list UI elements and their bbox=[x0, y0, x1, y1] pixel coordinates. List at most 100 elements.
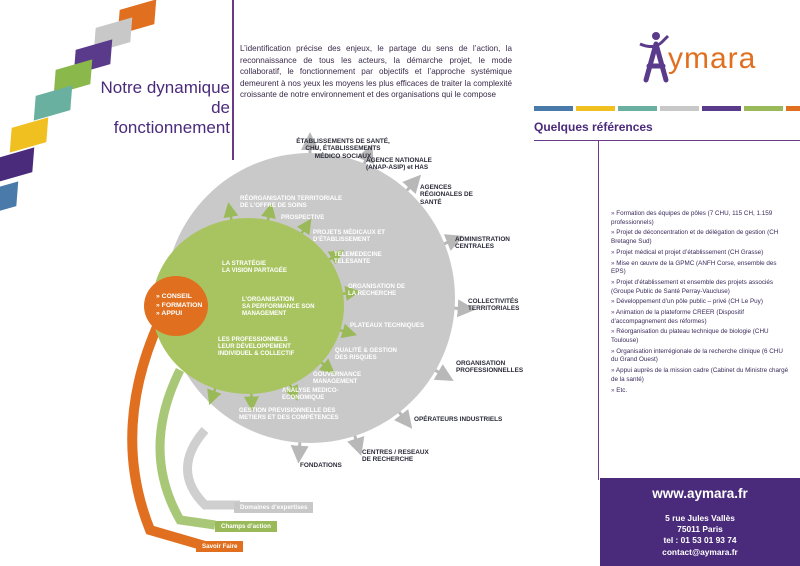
color-block-orange bbox=[786, 106, 800, 111]
partner-ars: AGENCES RÉGIONALES DE SANTÉ bbox=[420, 184, 473, 206]
inner-arrow bbox=[296, 218, 312, 236]
color-bar bbox=[534, 106, 800, 111]
chevron-right-icon: » bbox=[611, 347, 617, 355]
reference-item: » Etc. bbox=[611, 387, 791, 396]
chevron-right-icon: » bbox=[611, 259, 617, 267]
inner-arrow bbox=[207, 386, 222, 406]
field-strategie-main: LA STRATÉGIE bbox=[222, 260, 267, 267]
expertise-gpmc: GESTION PREVISIONNELLE DES METIERS ET DE… bbox=[239, 407, 339, 422]
reference-text: Appui auprès de la mission cadre (Cabine… bbox=[611, 367, 789, 383]
title-line-1: Notre dynamique bbox=[100, 78, 230, 97]
partner-agence-nationale: AGENCE NATIONALE (ANAP-ASIP) et HAS bbox=[366, 157, 432, 172]
website-link[interactable]: www.aymara.fr bbox=[652, 486, 748, 501]
reference-text: Développement d’un pôle public – privé (… bbox=[616, 298, 763, 306]
orange-tail bbox=[127, 317, 207, 551]
legend-champs: Champs d’action bbox=[215, 521, 277, 532]
grey-tail bbox=[183, 427, 240, 510]
expertise-reorganisation: RÉORGANISATION TERRITORIALE DE L’OFFRE D… bbox=[240, 195, 343, 210]
reference-item: » Organisation interrégionale de la rech… bbox=[611, 348, 791, 365]
partner-fondations: FONDATIONS bbox=[300, 462, 342, 469]
orange-skills-labels: » CONSEIL » FORMATION » APPUI bbox=[156, 293, 202, 319]
legend-expertises: Domaines d’expertises bbox=[234, 502, 314, 513]
reference-text: Etc. bbox=[616, 386, 628, 394]
inner-arrow bbox=[261, 202, 276, 223]
chevron-right-icon: » bbox=[611, 298, 617, 306]
chevron-right-icon: » bbox=[611, 309, 616, 317]
reference-text: Animation de la plateforme CREER (Dispos… bbox=[611, 309, 744, 325]
reference-item: » Projet de déconcentration et de déléga… bbox=[611, 229, 791, 246]
chevron-right-icon: » bbox=[611, 210, 617, 217]
green-circle bbox=[152, 218, 344, 394]
page-title: Notre dynamique de fonctionnement bbox=[100, 78, 230, 138]
references-vertical-divider bbox=[598, 140, 599, 480]
title-line-2: de fonctionnement bbox=[113, 98, 230, 137]
chevron-right-icon: » bbox=[611, 248, 617, 256]
partner-centres-recherche: CENTRES / RESEAUX DE RECHERCHE bbox=[362, 449, 429, 464]
reference-text: Mise en œuvre de la GPMC (ANFH Corse, en… bbox=[611, 259, 777, 276]
intro-paragraph: L’identification précise des enjeux, le … bbox=[240, 44, 512, 100]
field-professionnels: LES PROFESSIONNELS LEUR DÉVELOPPEMENT IN… bbox=[218, 336, 314, 358]
references-title: Quelques références bbox=[534, 120, 653, 134]
expertise-telemedecine: TELEMEDECINE TELESANTE bbox=[334, 251, 382, 266]
reference-item: » Développement d’un pôle public – privé… bbox=[611, 298, 791, 307]
legend-savoir-faire: Savoir Faire bbox=[196, 541, 244, 552]
inner-arrow bbox=[327, 250, 345, 265]
reference-text: Organisation interrégionale de la recher… bbox=[611, 347, 783, 364]
logo-text: ymara bbox=[668, 42, 757, 75]
partner-collectivites: COLLECTIVITÉS TERRITORIALES bbox=[468, 298, 520, 313]
skill-conseil: » CONSEIL bbox=[156, 293, 192, 300]
field-professionnels-sub: LEUR DÉVELOPPEMENT INDIVIDUEL & COLLECTI… bbox=[218, 343, 295, 358]
expertise-prospective: PROSPECTIVE bbox=[281, 214, 325, 221]
color-block-blue bbox=[534, 106, 573, 111]
references-list: » Formation des équipes de pôles (7 CHU,… bbox=[611, 210, 791, 397]
address-street: 5 rue Jules Vallès bbox=[665, 513, 735, 523]
color-block-grey bbox=[660, 106, 699, 111]
reference-text: Projet médical et projet d’établissement… bbox=[616, 248, 764, 256]
expertise-recherche: ORGANISATION DE LA RECHERCHE bbox=[348, 283, 406, 298]
chevron-right-icon: » bbox=[611, 367, 616, 375]
color-block-teal bbox=[618, 106, 657, 111]
reference-item: » Réorganisation du plateau technique de… bbox=[611, 328, 791, 345]
references-divider bbox=[534, 140, 800, 141]
chevron-right-icon: » bbox=[611, 278, 617, 286]
chevron-right-icon: » bbox=[611, 328, 617, 336]
expertise-plateaux: PLATEAUX TECHNIQUES bbox=[350, 322, 425, 329]
inner-arrow bbox=[318, 358, 335, 374]
partner-operateurs: OPÉRATEURS INDUSTRIELS bbox=[414, 416, 503, 423]
reference-item: » Projet d’établissement et ensemble des… bbox=[611, 279, 791, 296]
skill-formation: » FORMATION bbox=[156, 301, 203, 309]
reference-item: » Appui auprès de la mission cadre (Cabi… bbox=[611, 367, 791, 384]
address-city: 75011 Paris bbox=[677, 524, 723, 535]
green-tail bbox=[155, 367, 216, 530]
color-block-green bbox=[744, 106, 783, 111]
contact-address: 5 rue Jules Vallès 75011 Paris tel : 01 … bbox=[600, 513, 800, 558]
chevron-right-icon: » bbox=[611, 229, 617, 237]
contact-email[interactable]: contact@aymara.fr bbox=[662, 546, 738, 557]
partner-administration: ADMINISTRATION CENTRALES bbox=[455, 236, 510, 251]
field-strategie: LA STRATÉGIE LA VISION PARTAGÉE bbox=[222, 260, 287, 274]
divider-line bbox=[232, 0, 234, 160]
expertise-gouvernance: GOUVERNANCE MANAGEMENT bbox=[313, 371, 362, 386]
expertise-projets-medicaux: PROJETS MÉDICAUX ET D’ÉTABLISSEMENT bbox=[313, 229, 386, 244]
reference-text: Projet de déconcentration et de délégati… bbox=[611, 229, 779, 245]
field-organisation-main: L’ORGANISATION bbox=[242, 296, 295, 303]
reference-text: Formation des équipes de pôles (7 CHU, 1… bbox=[611, 210, 773, 226]
aymara-logo: ymara bbox=[632, 30, 782, 86]
field-organisation-sub: SA PERFORMANCE SON MANAGEMENT bbox=[242, 303, 315, 318]
field-strategie-sub: LA VISION PARTAGÉE bbox=[222, 267, 287, 275]
expertise-analyse: ANALYSE MEDICO-ECONOMIQUE bbox=[282, 387, 339, 402]
field-professionnels-main: LES PROFESSIONNELS bbox=[218, 336, 288, 343]
reference-text: Réorganisation du plateau technique de b… bbox=[611, 328, 769, 345]
expertise-qualite: QUALITÉ & GESTION DES RISQUES bbox=[335, 347, 397, 362]
reference-item: » Projet médical et projet d’établisseme… bbox=[611, 249, 791, 258]
partner-etablissements: ÉTABLISSEMENTS DE SANTÉ, CHU, ÉTABLISSEM… bbox=[296, 138, 390, 160]
field-organisation: L’ORGANISATION SA PERFORMANCE SON MANAGE… bbox=[242, 296, 320, 318]
color-block-yellow bbox=[576, 106, 615, 111]
contact-box: www.aymara.fr 5 rue Jules Vallès 75011 P… bbox=[600, 478, 800, 566]
chevron-right-icon: » bbox=[611, 386, 617, 394]
color-block-purple bbox=[702, 106, 741, 111]
reference-item: » Mise en œuvre de la GPMC (ANFH Corse, … bbox=[611, 260, 791, 277]
reference-item: » Formation des équipes de pôles (7 CHU,… bbox=[611, 210, 791, 227]
reference-text: Projet d’établissement et ensemble des p… bbox=[611, 278, 774, 295]
